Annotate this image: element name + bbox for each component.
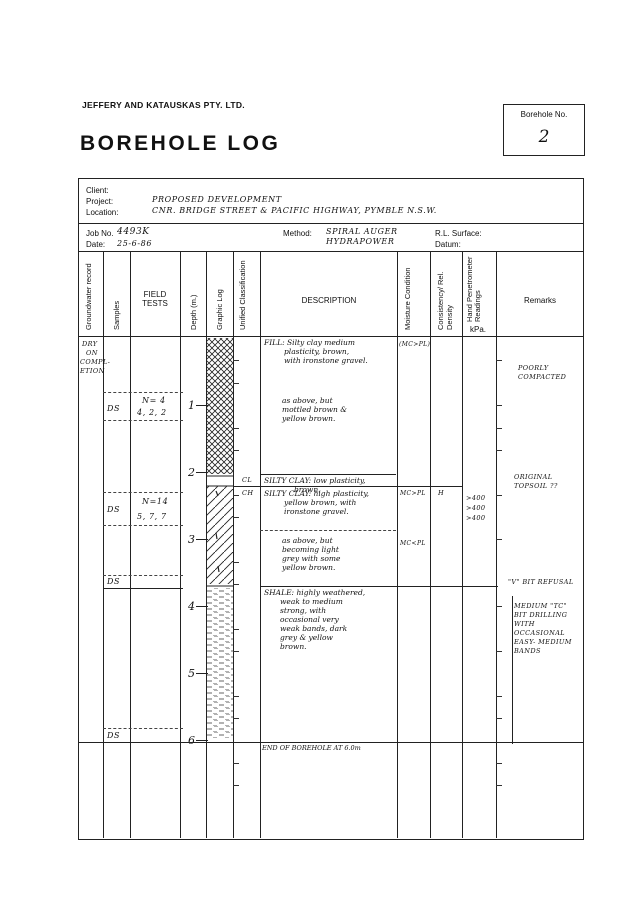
date-value: 25-6-86 — [117, 239, 153, 248]
unified-ch: CH — [242, 489, 254, 497]
moisture-3: MC<PL — [400, 540, 426, 547]
clay-hatch — [207, 486, 233, 584]
rl-surface-label: R.L. Surface: — [435, 229, 482, 238]
depth-3: 3 — [188, 533, 196, 546]
field-test-2-n: N=14 — [142, 497, 169, 506]
field-test-1-vals: 4, 2, 2 — [137, 408, 167, 417]
col-remarks: Remarks — [523, 296, 556, 305]
remark-3: "V" BIT REFUSAL — [508, 578, 574, 586]
location-label: Location: — [86, 208, 119, 217]
depth-6: 6 — [188, 734, 196, 747]
page-title: BOREHOLE LOG — [80, 132, 281, 155]
location-value: CNR. BRIDGE STREET & PACIFIC HIGHWAY, PY… — [152, 206, 437, 215]
borehole-label: Borehole No. — [520, 110, 568, 119]
jobno-value: 4493K — [117, 227, 150, 237]
groundwater-4: ETION — [80, 367, 105, 375]
sample-3: DS — [107, 577, 121, 586]
penetrometer-2: >400 — [466, 504, 486, 512]
description-cl: SILTY CLAY: low plasticity,brown. — [264, 476, 366, 494]
description-end: END OF BOREHOLE AT 6.0m — [262, 744, 361, 752]
method-value-2: HYDRAPOWER — [326, 237, 395, 246]
shale-hatch — [207, 588, 233, 738]
borehole-number-box: Borehole No. 2 — [503, 104, 585, 156]
sample-4: DS — [107, 731, 121, 740]
field-test-1-n: N= 4 — [142, 396, 166, 405]
col-description: DESCRIPTION — [301, 296, 357, 305]
jobno-label: Job No. — [86, 229, 114, 238]
unified-cl: CL — [242, 476, 253, 484]
col-penetrometer: Hand Penetrometer Readings — [465, 256, 482, 322]
moisture-2: MC>PL — [400, 490, 426, 497]
groundwater-1: DRY — [82, 340, 98, 348]
project-label: Project: — [86, 197, 114, 206]
depth-5: 5 — [188, 667, 196, 680]
col-moisture: Moisture Condition — [403, 267, 412, 330]
col-depth: Depth (m.) — [189, 294, 198, 330]
col-field-tests: FIELD TESTS — [142, 290, 168, 308]
fill-hatch — [207, 338, 233, 474]
company-name: JEFFERY AND KATAUSKAS PTY. LTD. — [82, 100, 245, 110]
sample-2: DS — [107, 505, 121, 514]
client-label: Client: — [86, 186, 109, 195]
sample-1: DS — [107, 404, 121, 413]
penetrometer-1: >400 — [466, 494, 486, 502]
depth-2: 2 — [188, 466, 196, 479]
depth-1: 1 — [188, 399, 196, 412]
col-samples: Samples — [112, 300, 121, 330]
project-value: PROPOSED DEVELOPMENT — [152, 195, 282, 204]
consistency-1: H — [438, 489, 445, 497]
col-consistency: Consistency/ Rel. Density — [436, 271, 454, 330]
borehole-number: 2 — [538, 127, 550, 147]
datum-label: Datum: — [435, 240, 461, 249]
penetrometer-3: >400 — [466, 514, 486, 522]
moisture-1: (MC>PL) — [399, 341, 431, 348]
log-form — [78, 178, 584, 840]
description-ch: SILTY CLAY: high plasticity,yellow brown… — [264, 489, 369, 516]
date-label: Date: — [86, 240, 106, 249]
col-kpa: kPa. — [470, 325, 487, 334]
groundwater-2: ON — [86, 349, 98, 357]
method-value-1: SPIRAL AUGER — [326, 227, 398, 236]
col-unified: Unified Classification — [238, 260, 247, 330]
depth-4: 4 — [188, 600, 196, 613]
field-test-2-vals: 5, 7, 7 — [137, 512, 167, 521]
method-label: Method: — [283, 229, 312, 238]
groundwater-3: COMPL- — [80, 358, 111, 366]
col-graphic-log: Graphic Log — [215, 289, 224, 330]
col-groundwater: Groundwater record — [84, 263, 93, 330]
graphic-log — [206, 338, 234, 738]
